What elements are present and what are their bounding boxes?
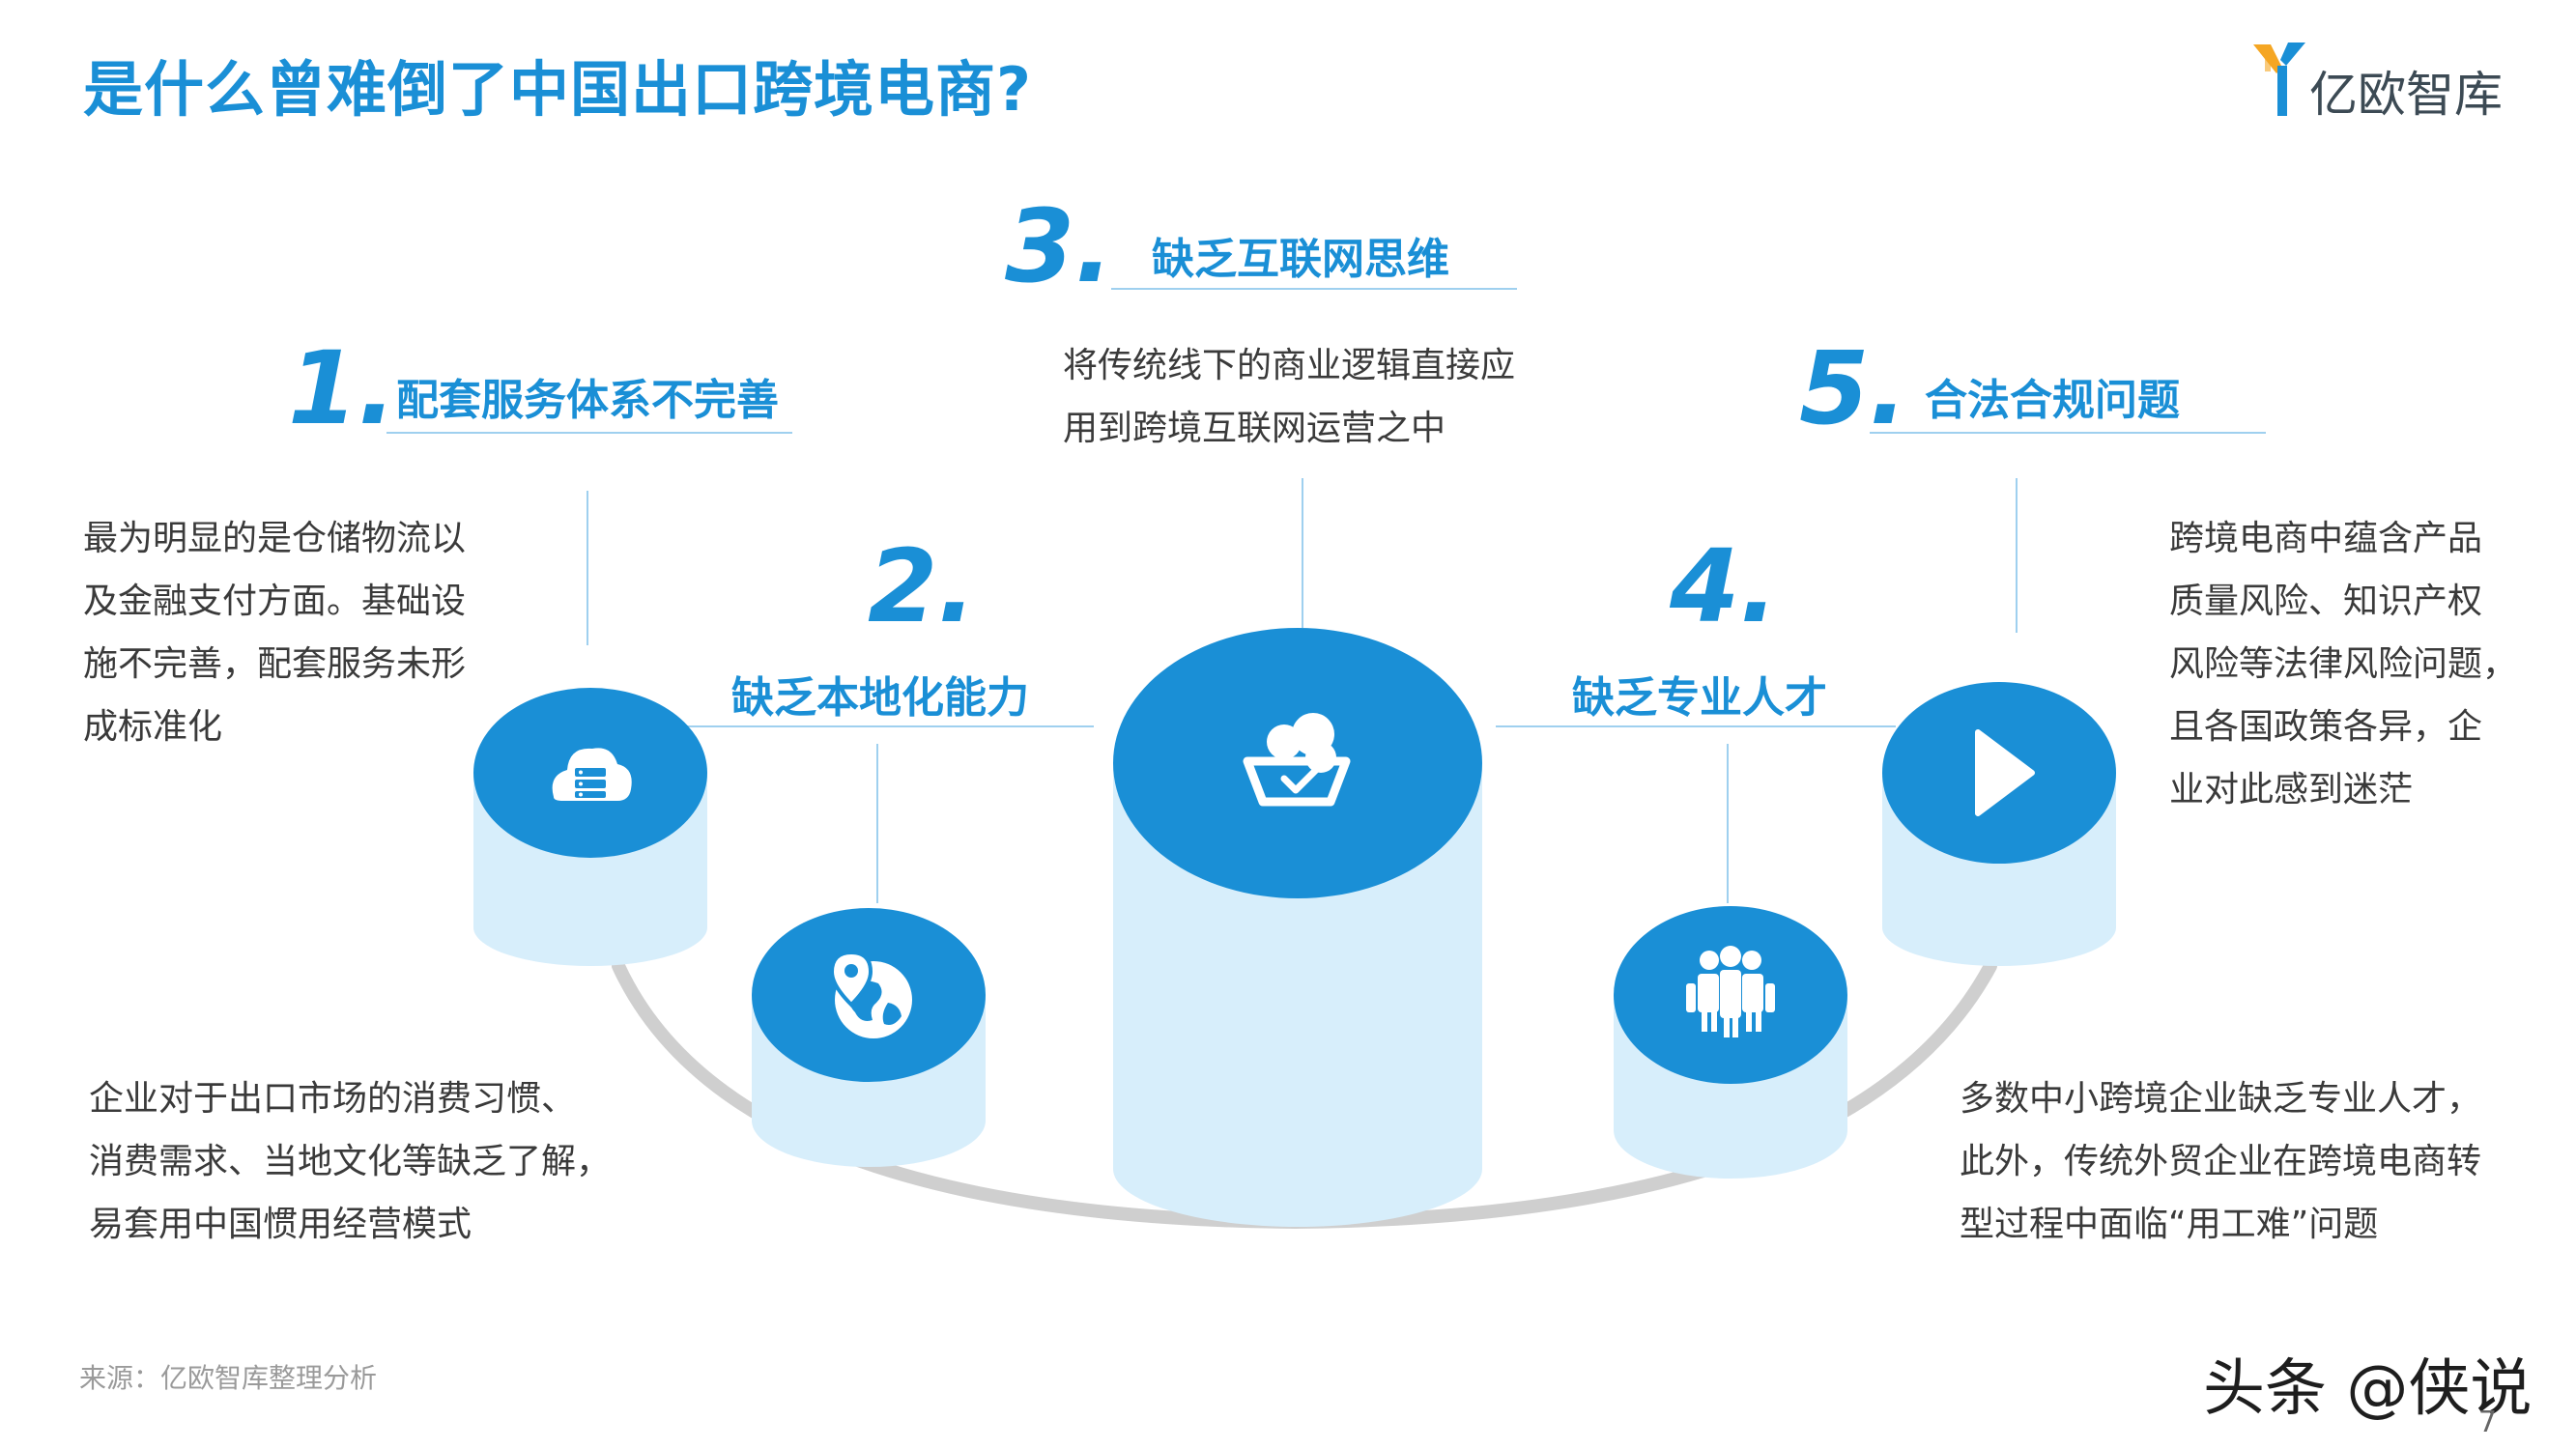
item-5-description: 跨境电商中蕴含产品 质量风险、知识产权 风险等法律风险问题， 且各国政策各异，企… [2169,519,2518,810]
item-5-underline [1870,432,2266,434]
play-icon [1975,729,2035,816]
item-5-number: 5. [1799,329,1907,447]
item-1-heading: 配套服务体系不完善 [396,376,779,425]
basket-bubbles-icon [1243,713,1351,807]
item-1-number: 1. [288,329,396,447]
item-3-number: 3. [1005,187,1113,305]
watermark: 头条 @侠说 [2203,1353,2533,1425]
item-4-description: 多数中小跨境企业缺乏专业人才， 此外，传统外贸企业在跨境电商转 型过程中面临“用… [1960,1079,2482,1244]
item-2-heading: 缺乏本地化能力 [731,673,1029,723]
people-group-icon [1686,946,1775,1037]
source-note: 来源：亿欧智库整理分析 [79,1362,378,1394]
item-1-underline [386,432,792,434]
page-title: 是什么曾难倒了中国出口跨境电商? [83,54,1032,125]
globe-location-icon [829,950,912,1038]
cloud-server-icon [552,748,632,801]
logo-mark-icon [2253,43,2305,116]
logo: 亿欧智库 [2251,39,2532,123]
cylinder-1 [473,688,707,966]
logo-text: 亿欧智库 [2309,67,2503,123]
connector-lines [587,478,2018,903]
item-2-description: 企业对于出口市场的消费习惯、 消费需求、当地文化等缺乏了解， 易套用中国惯用经营… [89,1079,612,1244]
item-3-heading: 缺乏互联网思维 [1152,235,1449,284]
item-4-heading: 缺乏专业人才 [1572,673,1827,723]
cylinder-5 [1882,682,2116,966]
cylinder-3 [1113,628,1482,1227]
item-5-heading: 合法合规问题 [1925,376,2180,425]
item-2-number: 2. [868,527,976,645]
item-1-description: 最为明显的是仓储物流以 及金融支付方面。基础设 施不完善，配套服务未形 成标准化 [83,519,467,747]
page-number: 7 [2478,1406,2498,1439]
item-3-description: 将传统线下的商业逻辑直接应 用到跨境互联网运营之中 [1063,346,1516,448]
item-4-number: 4. [1670,527,1778,645]
item-3-underline [1111,288,1517,290]
